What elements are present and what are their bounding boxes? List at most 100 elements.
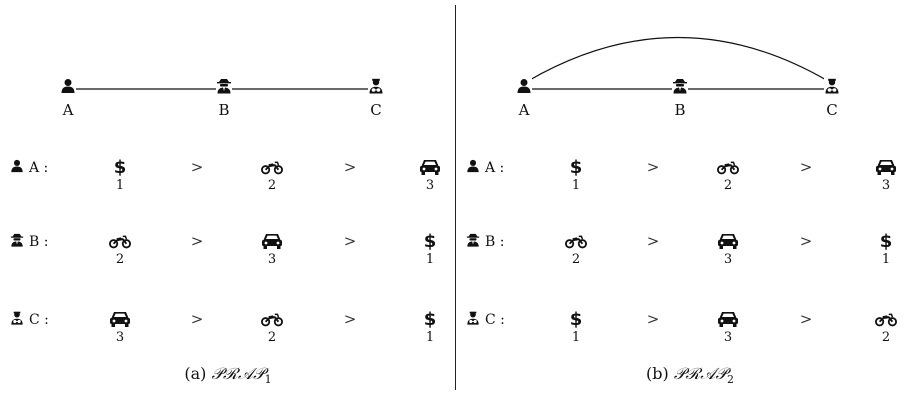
agent-name: A : xyxy=(29,160,49,176)
node-label-a: A xyxy=(518,101,530,119)
rank-number: 2 xyxy=(115,252,125,267)
spy-icon xyxy=(672,78,688,94)
motorcycle-icon xyxy=(252,309,292,329)
rank-number: 1 xyxy=(571,178,581,193)
greater-than-sign: > xyxy=(190,232,204,250)
caption-math: 𝒫ℛ𝒜𝒫 xyxy=(673,364,727,383)
preference-item: 3 xyxy=(866,157,906,193)
rank-number: 2 xyxy=(267,330,277,345)
node-label-c: C xyxy=(370,101,382,119)
agent-name: B : xyxy=(485,234,505,250)
panel-caption: (b) 𝒫ℛ𝒜𝒫2 xyxy=(646,364,734,386)
preference-item: 2 xyxy=(252,157,292,193)
car-icon xyxy=(708,231,748,251)
row-label: C : xyxy=(10,311,49,329)
preference-item: $1 xyxy=(410,230,450,268)
rank-number: 3 xyxy=(267,252,277,267)
panel-divider xyxy=(455,5,456,390)
preference-item: 3 xyxy=(410,157,450,193)
rank-number: 3 xyxy=(723,330,733,345)
greater-than-sign: > xyxy=(646,158,660,176)
greater-than-sign: > xyxy=(799,232,813,250)
rank-number: 3 xyxy=(115,330,125,345)
panel-b: A B C A : $1 2 3 > > B : 2 3 $1 > > C : $1 3 2 > > (b) 𝒫ℛ𝒜𝒫2 xyxy=(456,0,908,394)
graph-a xyxy=(74,88,370,90)
greater-than-sign: > xyxy=(646,232,660,250)
edge-a-c xyxy=(527,37,829,82)
spy-icon xyxy=(10,233,24,251)
row-label: B : xyxy=(466,233,504,251)
greater-than-sign: > xyxy=(343,232,357,250)
motorcycle-icon xyxy=(708,157,748,177)
dollar-icon: $ xyxy=(569,156,583,178)
user-icon xyxy=(516,78,532,94)
preference-item: 2 xyxy=(100,231,140,267)
preference-row: B : 2 3 $1 > > xyxy=(0,231,455,281)
preference-row: B : 2 3 $1 > > xyxy=(456,231,908,281)
motorcycle-icon xyxy=(556,231,596,251)
preference-item: 2 xyxy=(708,157,748,193)
node-label-a: A xyxy=(62,101,74,119)
rank-number: 2 xyxy=(571,252,581,267)
preference-row: C : $1 3 2 > > xyxy=(456,309,908,359)
preference-item: $1 xyxy=(866,230,906,268)
greater-than-sign: > xyxy=(343,310,357,328)
row-label: C : xyxy=(466,311,505,329)
agent-name: B : xyxy=(29,234,49,250)
agent-name: C : xyxy=(29,312,49,328)
dollar-icon: $ xyxy=(113,156,127,178)
preference-item: $1 xyxy=(556,156,596,194)
dollar-icon: $ xyxy=(423,230,437,252)
greater-than-sign: > xyxy=(646,310,660,328)
row-label: A : xyxy=(10,159,48,177)
detective-icon xyxy=(466,311,480,329)
spy-icon xyxy=(216,78,232,94)
preference-row: C : 3 2 $1 > > xyxy=(0,309,455,359)
rank-number: 2 xyxy=(881,330,891,345)
car-icon xyxy=(410,157,450,177)
greater-than-sign: > xyxy=(799,310,813,328)
preference-row: A : $1 2 3 > > xyxy=(456,157,908,207)
preference-item: 3 xyxy=(252,231,292,267)
user-icon xyxy=(466,159,480,177)
preference-item: $1 xyxy=(556,309,596,346)
user-icon xyxy=(60,78,76,94)
preference-item: $1 xyxy=(100,156,140,194)
preference-item: 2 xyxy=(866,309,906,345)
rank-number: 2 xyxy=(723,178,733,193)
row-label: A : xyxy=(466,159,504,177)
preference-item: 3 xyxy=(100,309,140,345)
agent-name: C : xyxy=(485,312,505,328)
dollar-icon: $ xyxy=(879,230,893,252)
detective-icon xyxy=(368,78,384,94)
graph-b xyxy=(527,37,829,90)
caption-math: 𝒫ℛ𝒜𝒫 xyxy=(211,364,265,383)
panel-caption: (a) 𝒫ℛ𝒜𝒫1 xyxy=(184,364,271,386)
node-label-b: B xyxy=(218,101,230,119)
rank-number: 3 xyxy=(425,178,435,193)
row-label: B : xyxy=(10,233,48,251)
caption-subscript: 1 xyxy=(264,373,272,387)
rank-number: 3 xyxy=(723,252,733,267)
preference-item: 3 xyxy=(708,309,748,345)
preference-item: $1 xyxy=(410,308,450,346)
car-icon xyxy=(100,309,140,329)
rank-number: 3 xyxy=(881,178,891,193)
node-label-c: C xyxy=(826,101,838,119)
greater-than-sign: > xyxy=(799,158,813,176)
user-icon xyxy=(10,159,24,177)
caption-subscript: 2 xyxy=(726,373,734,387)
greater-than-sign: > xyxy=(190,310,204,328)
motorcycle-icon xyxy=(100,231,140,251)
greater-than-sign: > xyxy=(343,158,357,176)
node-label-b: B xyxy=(674,101,686,119)
motorcycle-icon xyxy=(866,309,906,329)
detective-icon xyxy=(824,78,840,94)
car-icon xyxy=(866,157,906,177)
car-icon xyxy=(708,309,748,329)
preference-item: 2 xyxy=(556,231,596,267)
dollar-icon: $ xyxy=(423,308,437,330)
agent-name: A : xyxy=(485,160,505,176)
rank-number: 1 xyxy=(115,178,125,193)
